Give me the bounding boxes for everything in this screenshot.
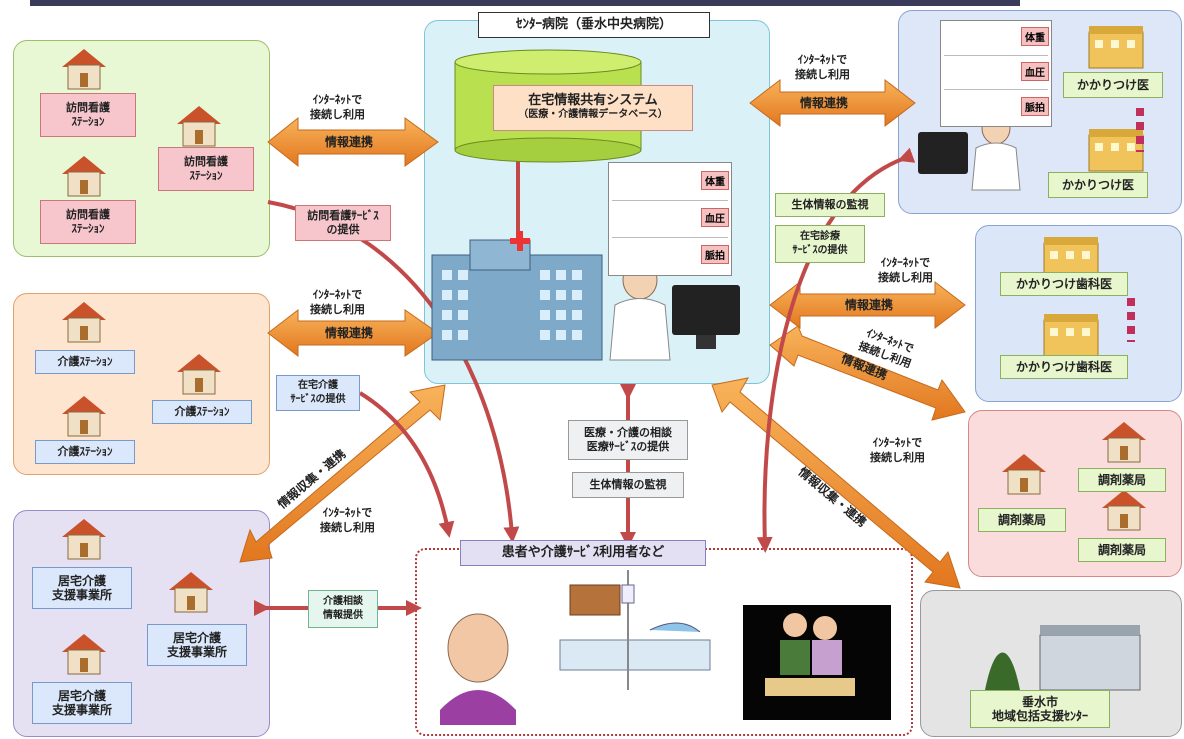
house-icon bbox=[173, 102, 225, 148]
internet-label: ｲﾝﾀｰﾈｯﾄで 接続し利用 bbox=[310, 288, 365, 316]
house-icon bbox=[58, 152, 110, 198]
clinic-building-icon bbox=[1085, 22, 1147, 70]
support-office-label: 居宅介護 支援事業所 bbox=[32, 567, 132, 609]
care-station-label: 介護ｽﾃｰｼｮﾝ bbox=[35, 440, 135, 464]
header-bar bbox=[30, 0, 1020, 6]
internet-label: ｲﾝﾀｰﾈｯﾄで 接続し利用 bbox=[870, 436, 925, 464]
house-icon bbox=[1098, 486, 1150, 532]
clinic-building-icon bbox=[1085, 125, 1147, 173]
consult-label: 介護相談 情報提供 bbox=[308, 590, 378, 628]
patients-title: 患者や介護ｻｰﾋﾞｽ利用者など bbox=[460, 540, 706, 566]
house-icon bbox=[58, 515, 110, 561]
vital-pulse: 脈拍 bbox=[701, 245, 729, 264]
pharmacy-label: 調剤薬局 bbox=[978, 508, 1066, 532]
care-station-label: 介護ｽﾃｰｼｮﾝ bbox=[152, 400, 252, 424]
link-arrow-nursing bbox=[267, 116, 439, 168]
nursing-service-label: 訪問看護ｻｰﾋﾞｽ の提供 bbox=[295, 205, 391, 241]
vitals-chart-center: 体重 血圧 脈拍 bbox=[608, 162, 732, 276]
nursing-station-label: 訪問看護 ｽﾃｰｼｮﾝ bbox=[158, 147, 254, 191]
link-arrow-doctors bbox=[749, 78, 916, 128]
internet-label: ｲﾝﾀｰﾈｯﾄで 接続し利用 bbox=[878, 256, 933, 284]
vital-weight: 体重 bbox=[701, 171, 729, 190]
clinic-building-icon bbox=[1040, 310, 1102, 358]
city-building-figure bbox=[985, 625, 1141, 691]
dental-clinic-label: かかりつけ歯科医 bbox=[1000, 272, 1128, 296]
internet-label: ｲﾝﾀｰﾈｯﾄで 接続し利用 bbox=[795, 53, 850, 81]
house-icon bbox=[165, 568, 217, 614]
city-center-label: 垂水市 地域包括支援ｾﾝﾀｰ bbox=[970, 690, 1110, 728]
clinic-label: かかりつけ医 bbox=[1048, 172, 1148, 198]
home-care-label: 在宅診療 ｻｰﾋﾞｽの提供 bbox=[775, 225, 865, 263]
arrow-doctor-patient bbox=[756, 147, 916, 553]
database-cylinder bbox=[454, 49, 642, 163]
collect-arrow-support bbox=[239, 384, 446, 563]
house-icon bbox=[58, 45, 110, 91]
pharmacy-label: 調剤薬局 bbox=[1078, 468, 1166, 492]
support-office-label: 居宅介護 支援事業所 bbox=[32, 682, 132, 724]
house-icon bbox=[58, 298, 110, 344]
clinic-label: かかりつけ医 bbox=[1063, 72, 1163, 98]
db-label: 在宅情報共有システム （医療・介護情報データベース） bbox=[493, 85, 693, 131]
more-indicator bbox=[1127, 298, 1135, 342]
vital-pulse: 脈拍 bbox=[1021, 97, 1049, 116]
house-icon bbox=[58, 392, 110, 438]
vital-bp: 血圧 bbox=[701, 208, 729, 227]
arrow-care-patient bbox=[358, 391, 455, 538]
link-label: 情報連携 bbox=[325, 326, 374, 340]
vital-bp: 血圧 bbox=[1021, 62, 1049, 81]
consult-service-label: 医療・介護の相談 医療ｻｰﾋﾞｽの提供 bbox=[568, 420, 688, 460]
pharmacy-label: 調剤薬局 bbox=[1078, 538, 1166, 562]
house-icon bbox=[173, 350, 225, 396]
db-label-line1: 在宅情報共有システム bbox=[528, 93, 658, 108]
link-label: 情報連携 bbox=[325, 135, 374, 149]
internet-label: ｲﾝﾀｰﾈｯﾄで 接続し利用 bbox=[320, 506, 375, 534]
link-label: 情報連携 bbox=[800, 96, 849, 110]
nursing-station-label: 訪問看護 ｽﾃｰｼｮﾝ bbox=[40, 200, 136, 244]
center-title: ｾﾝﾀｰ病院（垂水中央病院） bbox=[478, 12, 710, 38]
vitals-monitor-label: 生体情報の監視 bbox=[572, 472, 684, 498]
vitals-monitor-label: 生体情報の監視 bbox=[775, 193, 885, 217]
vital-weight: 体重 bbox=[1021, 27, 1049, 46]
caregiver-figures bbox=[765, 613, 855, 696]
db-label-line2: （医療・介護情報データベース） bbox=[518, 109, 668, 120]
care-station-label: 介護ｽﾃｰｼｮﾝ bbox=[35, 350, 135, 374]
dental-clinic-label: かかりつけ歯科医 bbox=[1000, 355, 1128, 379]
hospital-bed-figure bbox=[559, 570, 711, 690]
house-icon bbox=[998, 450, 1050, 496]
care-service-label: 在宅介護 ｻｰﾋﾞｽの提供 bbox=[276, 375, 360, 411]
internet-label: ｲﾝﾀｰﾈｯﾄで 接続し利用 bbox=[310, 93, 365, 121]
link-label: 情報連携 bbox=[845, 298, 894, 312]
vitals-chart-doctors: 体重 血圧 脈拍 bbox=[940, 20, 1052, 127]
nursing-station-label: 訪問看護 ｽﾃｰｼｮﾝ bbox=[40, 93, 136, 137]
house-icon bbox=[58, 630, 110, 676]
collect-arrow-city bbox=[711, 377, 961, 589]
support-office-label: 居宅介護 支援事業所 bbox=[147, 624, 247, 666]
hospital-building bbox=[431, 231, 603, 361]
elderly-man-figure bbox=[440, 613, 516, 725]
more-indicator bbox=[1136, 108, 1144, 152]
house-icon bbox=[1098, 418, 1150, 464]
